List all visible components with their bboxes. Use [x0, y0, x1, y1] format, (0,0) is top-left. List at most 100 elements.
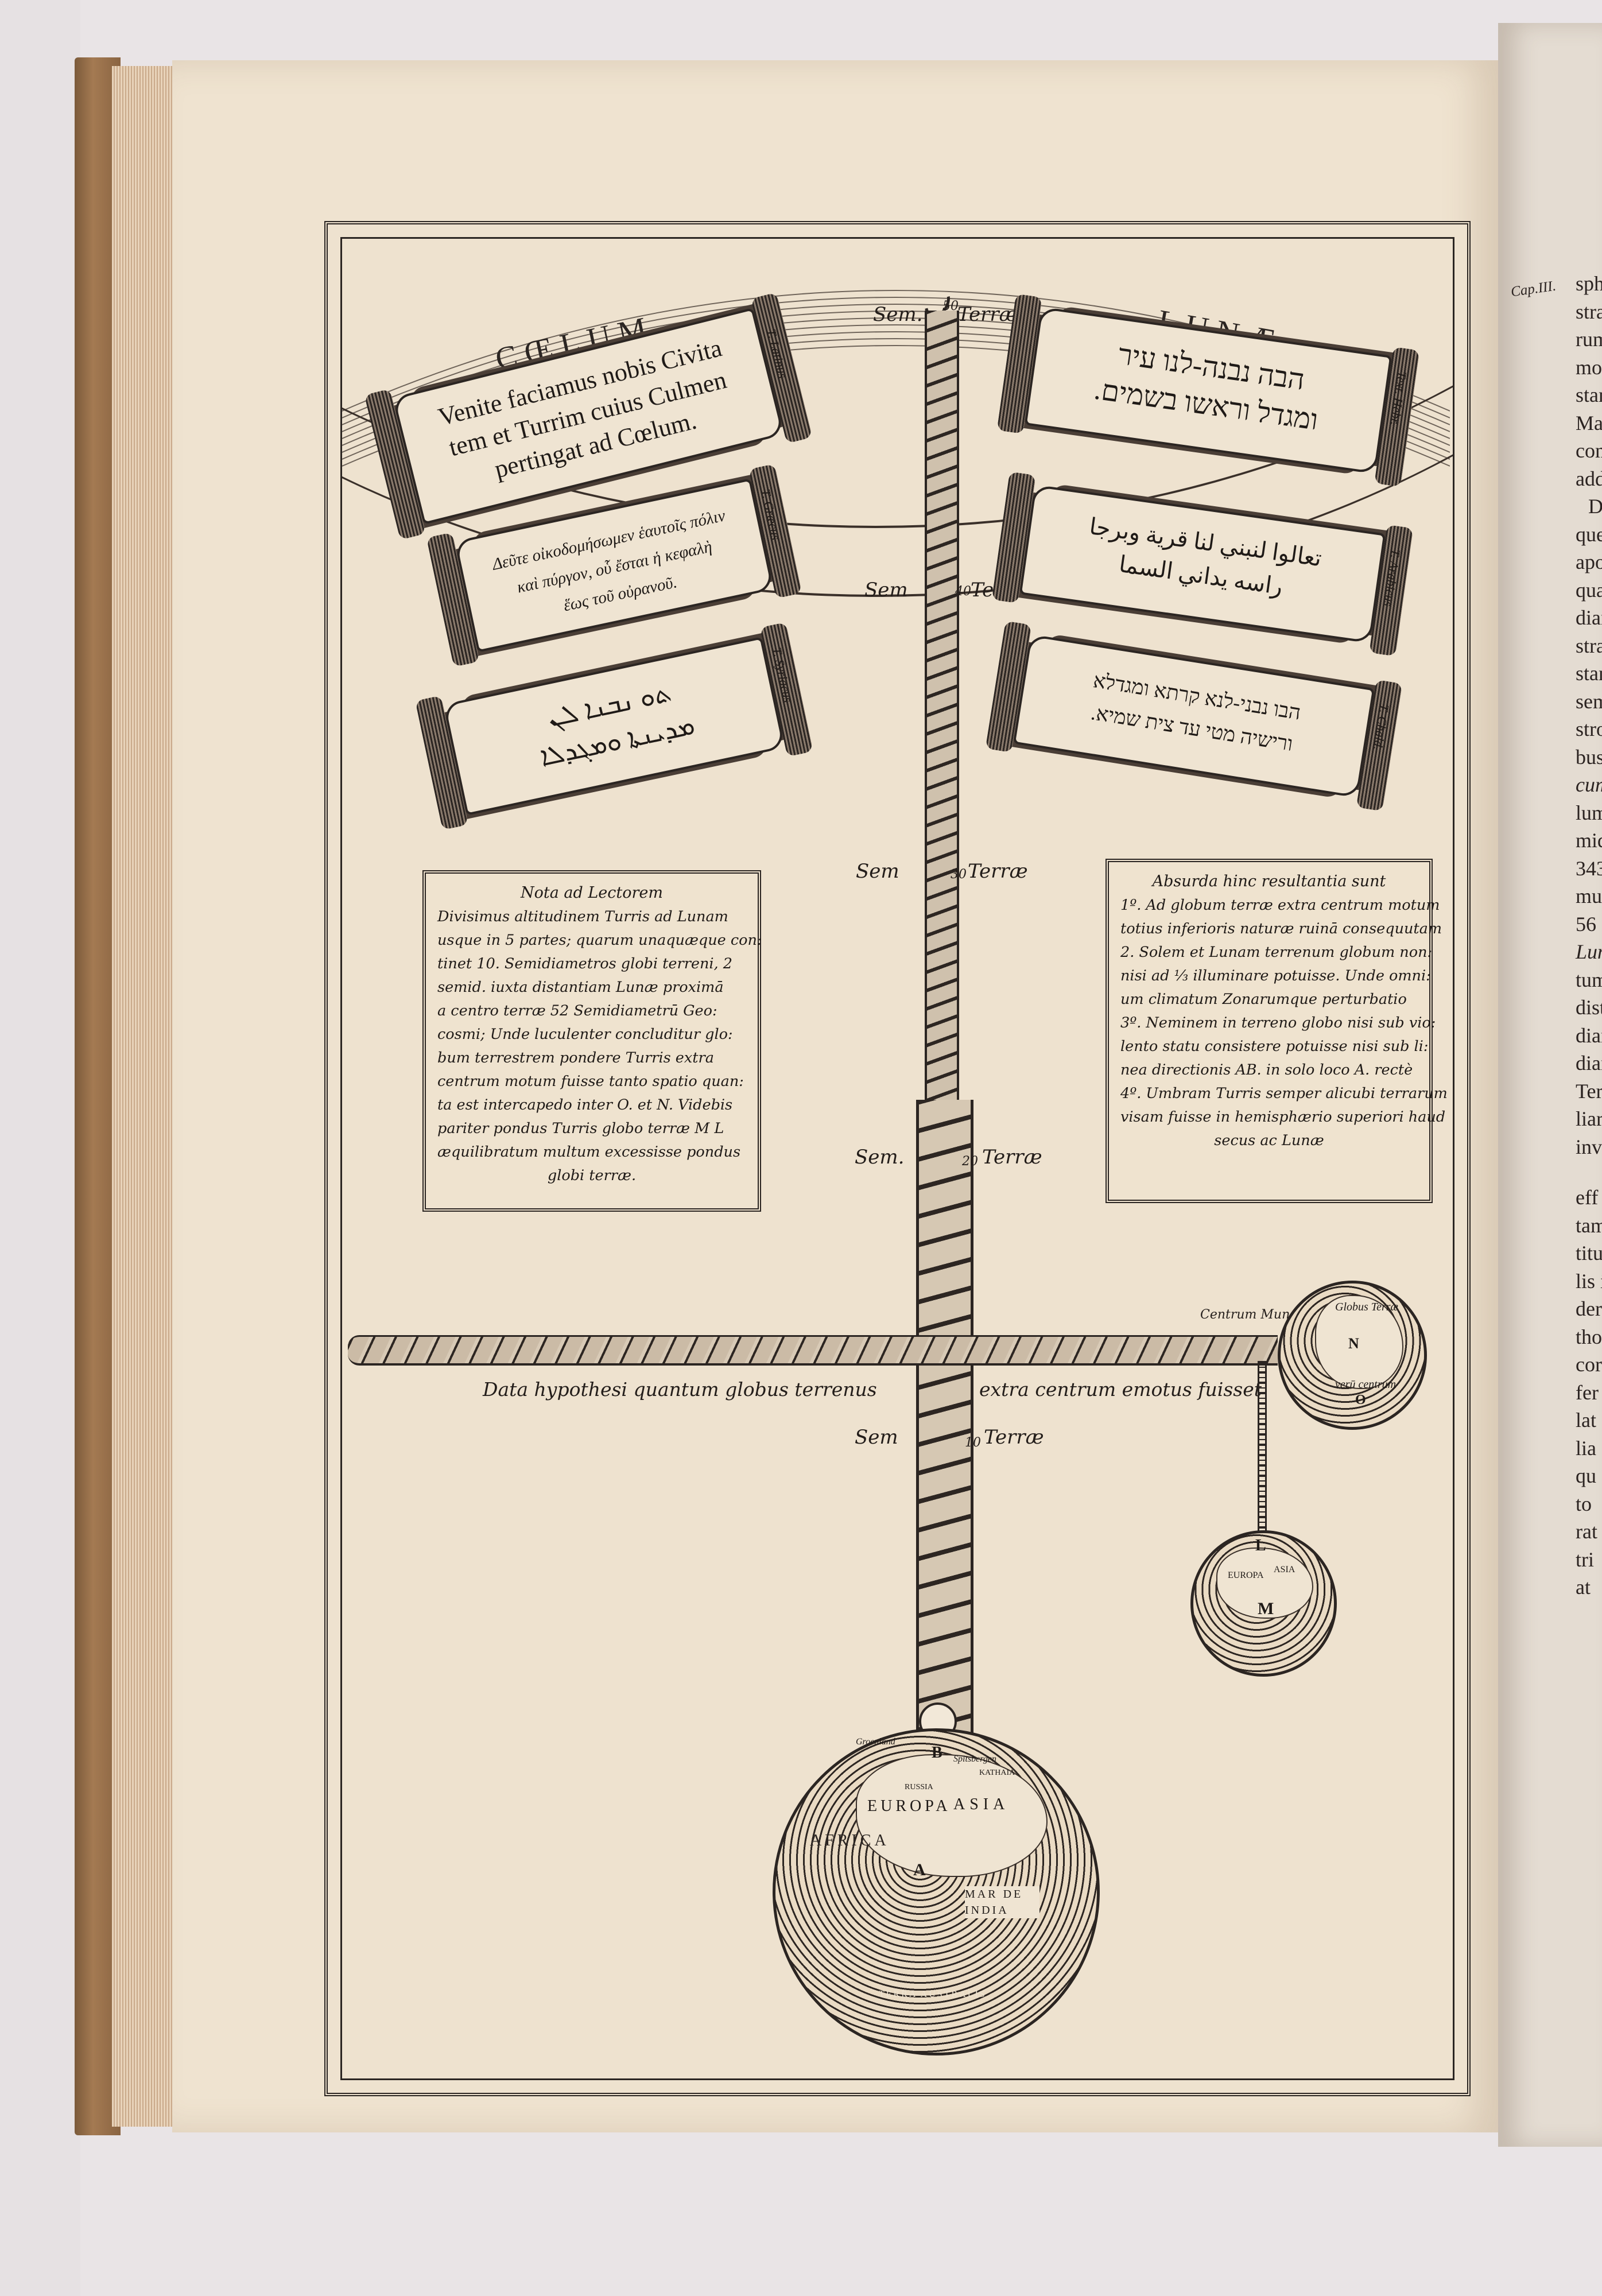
note-left-line: semid. iuxta distantiam Lunæ proximā: [437, 979, 724, 996]
text-fragment: tri: [1576, 1548, 1594, 1571]
note-left-line: centrum motum fuisse tanto spatio quan:: [437, 1073, 744, 1090]
big-globe-label-terra-australis: TERRA AUSTRALIS: [879, 1989, 987, 1999]
note-left-line: æquilibratum multum excessisse pondus: [437, 1143, 741, 1161]
big-globe-label-spitsbergen: Spitsbergen: [953, 1754, 996, 1764]
level-10-terrae: Terræ: [984, 1426, 1044, 1449]
hypothesis-caption-2: extra centrum emotus fuisset: [979, 1378, 1262, 1401]
note-left-line: globi terræ.: [547, 1167, 637, 1184]
text-fragment: qu: [1576, 1464, 1596, 1487]
small-globe-displaced: Globus Terræ N verū centrum O: [1278, 1281, 1427, 1430]
text-fragment: stanti: [1576, 662, 1602, 685]
level-30-sem: Sem: [856, 860, 899, 883]
text-fragment: lis i: [1576, 1269, 1602, 1293]
text-fragment: mus.: [1576, 885, 1602, 907]
scroll-chaldean: הבו נבני-לנא קרתא ומגדלא ורישיה מטי עד צ…: [985, 620, 1403, 812]
big-globe-label-groenland: Groenland: [856, 1737, 895, 1747]
text-fragment: stratio: [1576, 634, 1602, 657]
text-fragment: lum al: [1576, 801, 1602, 824]
big-globe-label-africa: AFRICA: [810, 1832, 890, 1849]
text-fragment: compo: [1576, 439, 1602, 462]
note-left-line: Divisimus altitudinem Turris ad Lunam: [437, 908, 728, 925]
sky-arc-inner: [342, 239, 1453, 597]
small-globe-letter-n: N: [1348, 1335, 1359, 1352]
text-fragment: modi: [1576, 355, 1602, 379]
big-globe-letter-a: A: [913, 1860, 926, 1879]
note-right-line: 3º. Neminem in terreno globo nisi sub vi…: [1120, 1014, 1436, 1031]
text-fragment: lia: [1576, 1436, 1596, 1460]
text-fragment: inv: [1576, 1135, 1602, 1158]
note-right-line: 2. Solem et Lunam terrenum globum non:: [1120, 944, 1433, 961]
text-fragment: semic: [1576, 689, 1602, 713]
note-left-line: bum terrestrem pondere Turris extra: [437, 1049, 714, 1066]
text-fragment: dista: [1576, 996, 1602, 1019]
text-fragment: tam: [1576, 1213, 1602, 1237]
text-fragment: 56 sen: [1576, 912, 1602, 936]
level-20-terrae: Terræ: [982, 1146, 1042, 1169]
big-globe-label-asia: ASIA: [953, 1795, 1010, 1813]
globe-landmass: [856, 1754, 1048, 1877]
note-right-line: nea directionis AB. in solo loco A. rect…: [1120, 1061, 1413, 1079]
note-left-line: a centro terræ 52 Semidiametrū Geo:: [437, 1002, 717, 1019]
scroll-syriac: ܬܘ ܢܒܢܐ ܠܢ ܡܕܝܢܬܐ ܘܡܓܕܠܐ T. Syriacus: [415, 622, 813, 831]
text-fragment: lat: [1576, 1409, 1596, 1432]
big-globe-label-kathaia: KATHAIA: [979, 1768, 1015, 1777]
text-fragment: strono: [1576, 718, 1602, 740]
engraved-plate: CŒLUM LUNÆ Sem. 50 Terræ Sem 40 Terræ Se…: [324, 221, 1471, 2096]
note-left-title: Nota ad Lectorem: [521, 884, 663, 902]
level-30-value: 30: [951, 867, 967, 882]
level-50-terrae: Terræ: [957, 303, 1018, 326]
level-40-value: 40: [955, 584, 971, 599]
level-50-sem: Sem.: [873, 303, 923, 326]
note-left-line: cosmi; Unde luculenter concluditur glo:: [437, 1026, 733, 1043]
right-page: [1498, 23, 1602, 2147]
text-fragment: titu: [1576, 1242, 1602, 1265]
text-fragment: adduc: [1576, 467, 1602, 490]
big-globe-label-russia: RUSSIA: [905, 1783, 933, 1791]
text-fragment: apoga: [1576, 550, 1602, 573]
small-globe-centrum-label: verū centrum: [1335, 1378, 1397, 1391]
big-globe-label-mar-de-india: MAR DE INDIA: [965, 1886, 1039, 1918]
text-fragment: stra M: [1576, 300, 1602, 323]
text-fragment: diam: [1576, 606, 1602, 629]
text-fragment: midia: [1576, 829, 1602, 852]
globe-landmass: [1315, 1295, 1403, 1389]
note-right-line: secus ac Lunæ: [1214, 1132, 1324, 1149]
text-fragment: cum ,: [1576, 773, 1602, 796]
text-fragment: Di: [1588, 495, 1602, 518]
level-50-value: 50: [942, 299, 959, 313]
hanging-globe-region-asia: ASIA: [1274, 1565, 1295, 1574]
note-ad-lectorem: Nota ad Lectorem Divisimus altitudinem T…: [422, 870, 762, 1212]
small-globe-label: Globus Terræ: [1335, 1301, 1398, 1313]
note-right-line: lento statu consistere potuisse nisi sub…: [1120, 1038, 1429, 1055]
note-right-line: visam fuisse in hemisphærio superiori ha…: [1120, 1108, 1446, 1126]
big-globe-label-europa: EUROPA: [867, 1797, 951, 1815]
text-fragment: to: [1576, 1492, 1592, 1515]
centrum-mundi-label: Centrum Mundi: [1200, 1308, 1302, 1322]
text-fragment: diam: [1576, 1052, 1602, 1075]
background: [0, 0, 80, 2296]
level-10-value: 10: [965, 1436, 981, 1450]
earth-globe-large: B Groenland Spitsbergen KATHAIA RUSSIA E…: [773, 1728, 1100, 2055]
hanging-globe-letter-l: L: [1255, 1537, 1266, 1554]
text-fragment: stantia: [1576, 383, 1602, 406]
text-fragment: tho: [1576, 1325, 1602, 1348]
note-right-line: totius inferioris naturæ ruinā consequut…: [1120, 920, 1442, 937]
text-fragment: fer: [1576, 1380, 1599, 1404]
paragraph-gap: [1576, 1161, 1602, 1184]
text-fragment: eff: [1576, 1186, 1599, 1209]
level-20-sem: Sem.: [855, 1146, 905, 1169]
hanging-globe: L EUROPA ASIA M: [1190, 1530, 1337, 1677]
right-page-text: sphæra stra M rumqu modi stantia Mathe c…: [1576, 270, 1602, 1601]
text-fragment: der: [1576, 1297, 1602, 1320]
note-right-line: um climatum Zonarumque perturbatio: [1120, 991, 1407, 1008]
note-absurda: Absurda hinc resultantia sunt 1º. Ad glo…: [1106, 859, 1448, 1203]
note-left-line: tinet 10. Semidiametros globi terreni, 2: [437, 955, 732, 972]
hanging-globe-region-europa: EUROPA: [1228, 1570, 1264, 1580]
note-right-line: 4º. Umbram Turris semper alicubi terraru…: [1120, 1085, 1448, 1102]
hypothesis-caption-1: Data hypothesi quantum globus terrenus: [483, 1378, 877, 1401]
level-10-sem: Sem: [855, 1426, 898, 1449]
level-20-value: 20: [962, 1154, 978, 1169]
note-right-title: Absurda hinc resultantia sunt: [1152, 872, 1386, 890]
big-globe-letter-b: B: [932, 1744, 942, 1762]
